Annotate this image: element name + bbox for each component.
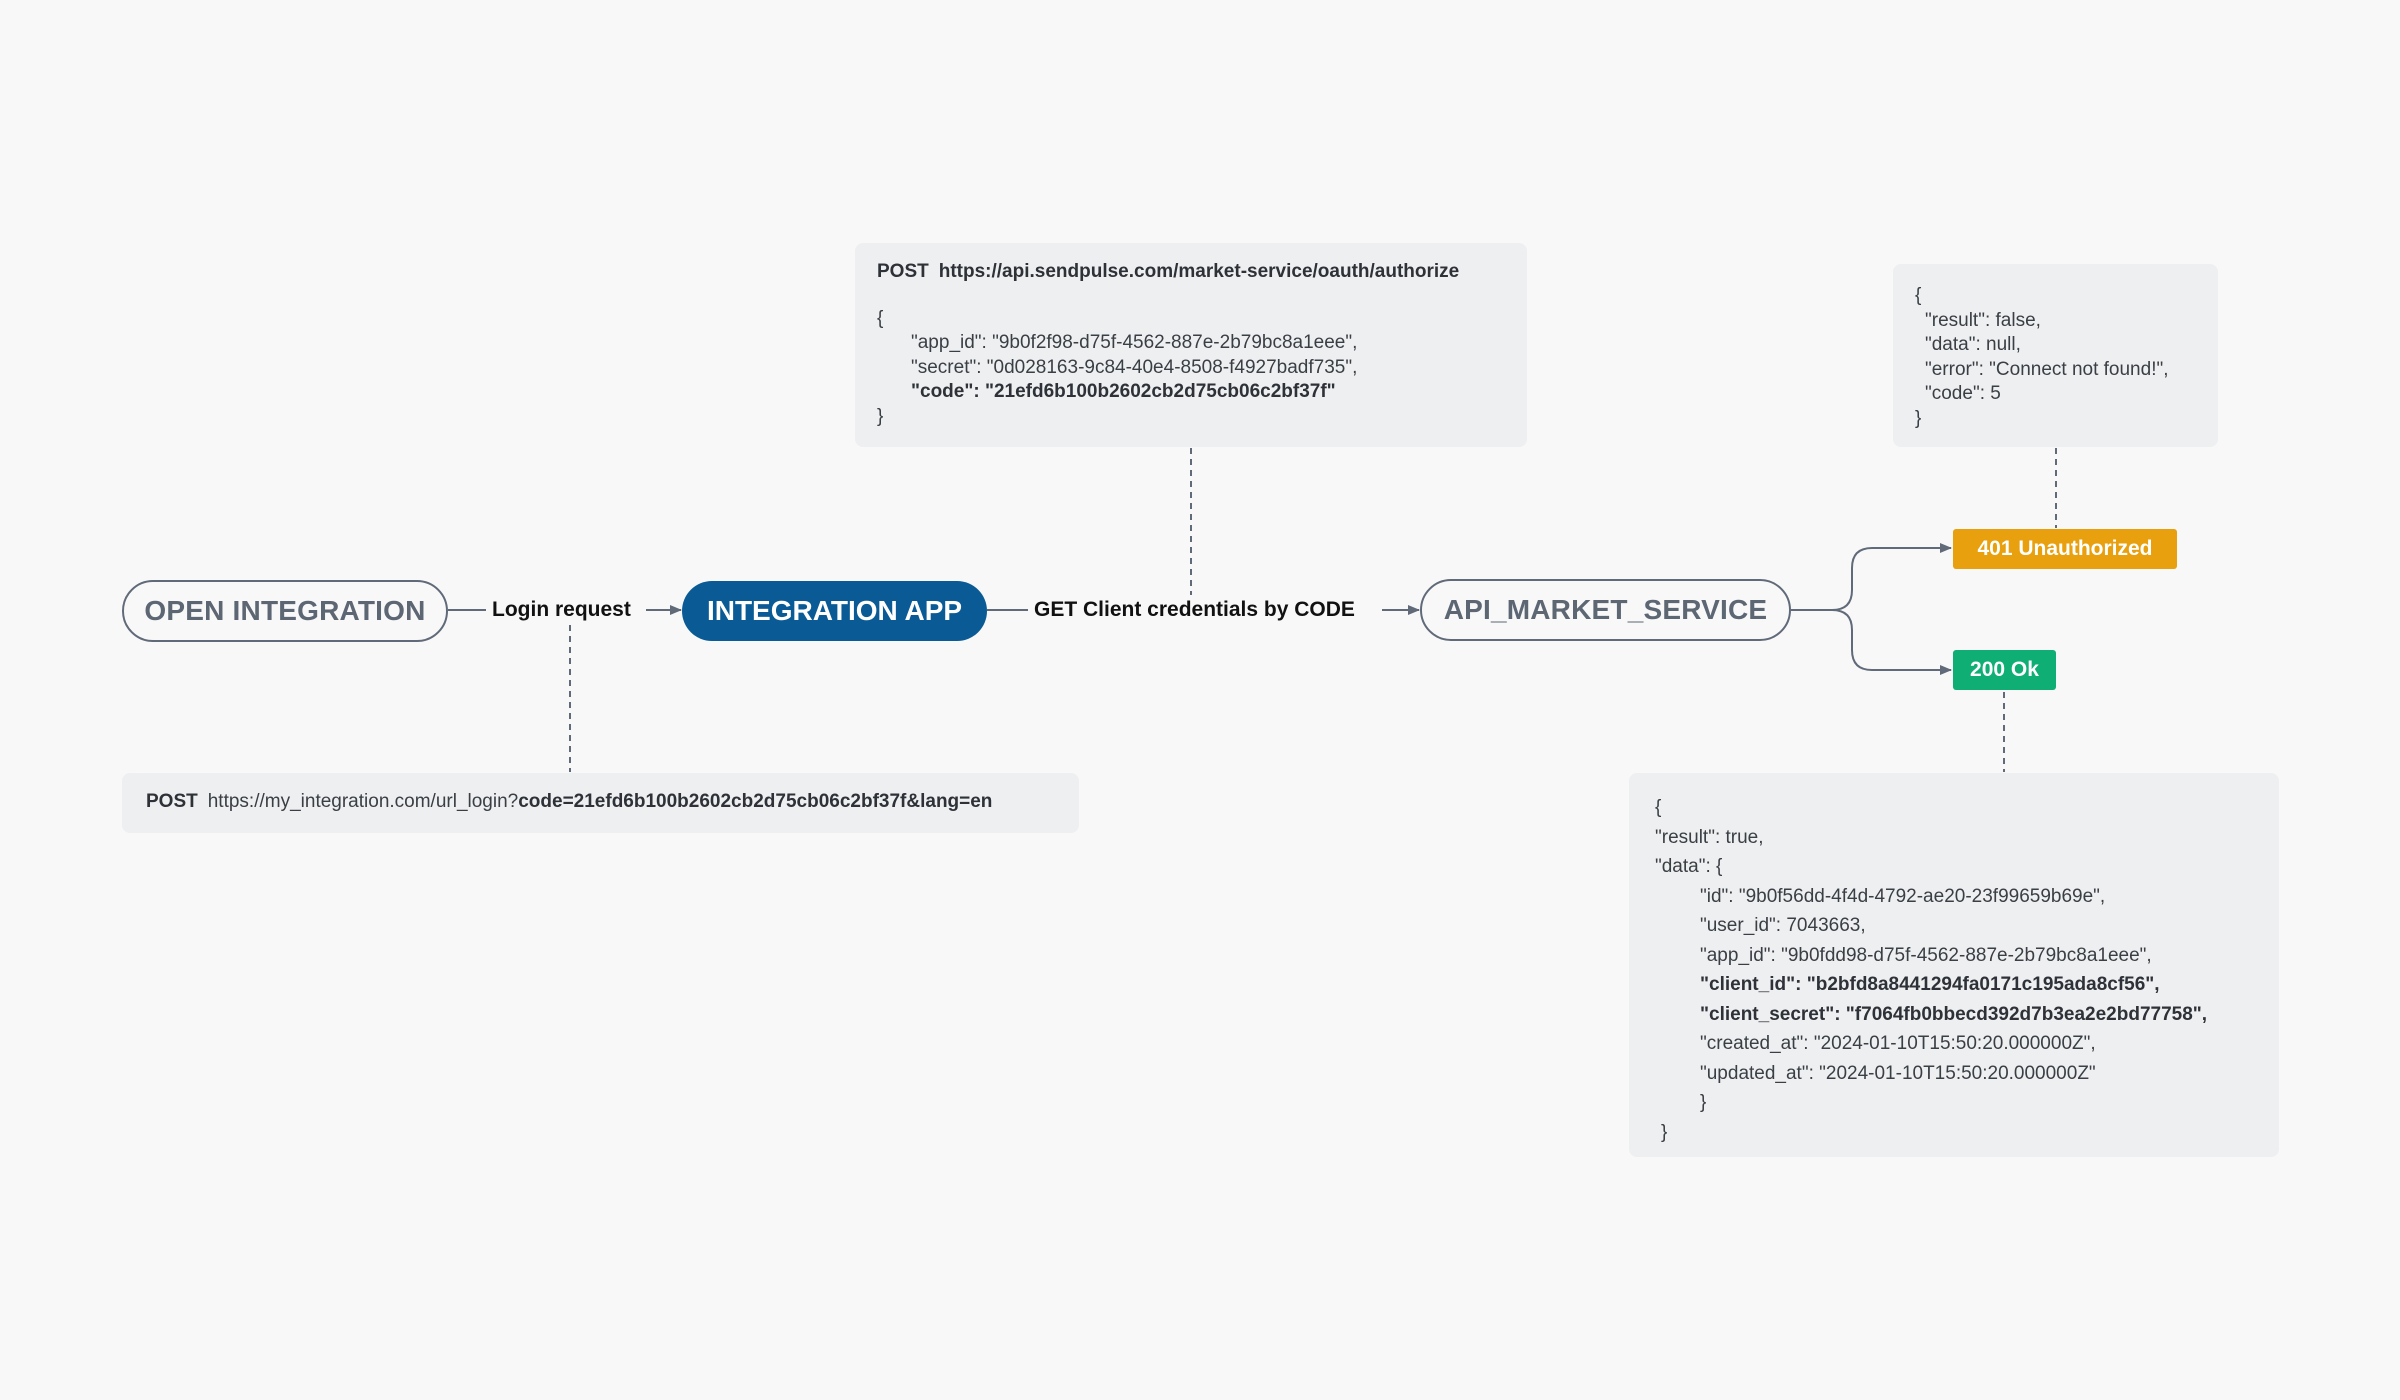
- status-badge-200: 200 Ok: [1953, 650, 2056, 690]
- authorize-request-note: POST https://api.sendpulse.com/market-ser…: [855, 243, 1527, 447]
- success-note-client-id: "client_id": "b2bfd8a8441294fa0171c195ad…: [1700, 974, 2160, 995]
- login-request-note: POST https://my_integration.com/url_login…: [122, 773, 1079, 833]
- success-note-inner-close: }: [1700, 1092, 1707, 1113]
- success-response-note: { "result": true, "data": { "id": "9b0f5…: [1629, 773, 2279, 1157]
- error-note-close: }: [1915, 407, 1922, 429]
- status-badge-200-label: 200 Ok: [1970, 658, 2039, 681]
- authorize-note-close: }: [877, 405, 884, 427]
- edge-label-get-credentials: GET Client credentials by CODE: [1028, 595, 1361, 625]
- error-note-open: {: [1915, 285, 1922, 306]
- error-note-result: "result": false,: [1925, 309, 2041, 331]
- edge-line-to-unauthorized: [1791, 543, 1952, 611]
- status-badge-401: 401 Unauthorized: [1953, 529, 2177, 569]
- success-note-open: {: [1655, 797, 1662, 818]
- edge-line-to-ok: [1831, 609, 1952, 675]
- success-note-client-secret: "client_secret": "f7064fb0bbecd392d7b3ea…: [1700, 1003, 2208, 1025]
- login-note-query: code=21efd6b100b2602cb2d75cb06c2bf37f&la…: [518, 791, 993, 812]
- success-note-result: "result": true,: [1655, 826, 1764, 848]
- authorize-note-app-id: "app_id": "9b0f2f98-d75f-4562-887e-2b79b…: [911, 332, 1358, 353]
- authorize-note-code: "code": "21efd6b100b2602cb2d75cb06c2bf37…: [911, 381, 1336, 402]
- node-api-market-service-label: API_MARKET_SERVICE: [1443, 594, 1768, 625]
- authorize-note-open: {: [877, 307, 884, 329]
- authorize-note-secret: "secret": "0d028163-9c84-40e4-8508-f4927…: [911, 356, 1358, 378]
- success-note-app-id: "app_id": "9b0fdd98-d75f-4562-887e-2b79b…: [1700, 944, 2152, 966]
- login-note-url: https://my_integration.com/url_login?: [207, 791, 519, 812]
- success-note-user-id: "user_id": 7043663,: [1700, 915, 1866, 936]
- success-note-updated-at: "updated_at": "2024-01-10T15:50:20.00000…: [1700, 1062, 2096, 1084]
- error-note-code: "code": 5: [1925, 383, 2001, 404]
- status-badge-401-label: 401 Unauthorized: [1977, 537, 2153, 560]
- node-integration-app-label: INTEGRATION APP: [706, 595, 963, 626]
- success-note-data: "data": {: [1655, 856, 1723, 877]
- success-note-created-at: "created_at": "2024-01-10T15:50:20.00000…: [1700, 1033, 2096, 1054]
- node-integration-app[interactable]: INTEGRATION APP: [682, 581, 987, 641]
- login-note-method: POST: [146, 791, 198, 812]
- error-note-error: "error": "Connect not found!",: [1925, 358, 2169, 380]
- authorize-note-url: https://api.sendpulse.com/market-service…: [938, 261, 1460, 282]
- node-api-market-service[interactable]: API_MARKET_SERVICE: [1420, 579, 1791, 641]
- error-response-note: { "result": false, "data": null, "error"…: [1893, 264, 2218, 447]
- authorize-note-method: POST: [877, 261, 929, 282]
- edge-label-login-request: Login request: [486, 595, 637, 625]
- success-note-id: "id": "9b0f56dd-4f4d-4792-ae20-23f99659b…: [1700, 885, 2106, 907]
- node-open-integration[interactable]: OPEN INTEGRATION: [122, 580, 448, 642]
- success-note-close: }: [1661, 1121, 1668, 1143]
- error-note-data: "data": null,: [1925, 334, 2021, 355]
- node-open-integration-label: OPEN INTEGRATION: [144, 595, 426, 626]
